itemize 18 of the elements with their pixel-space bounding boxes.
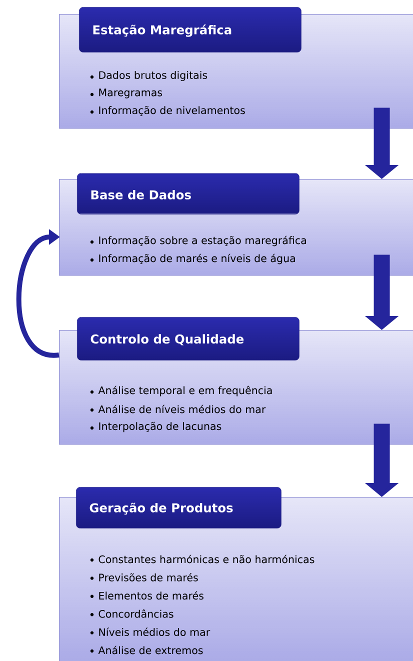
- bullet-item: Elementos de marés: [90, 591, 204, 600]
- title-box: Geração de Produtos: [76, 487, 282, 528]
- bullet-item: Interpolação de lacunas: [90, 422, 222, 432]
- bullet-item: Informação de nivelamentos: [90, 106, 245, 116]
- title-box: Base de Dados: [77, 173, 300, 214]
- bullet-item: Informação sobre a estação maregráfica: [90, 236, 306, 246]
- bullet-item: Níveis médios do mar: [90, 628, 210, 636]
- bullet-item: Dados brutos digitais: [90, 71, 208, 81]
- bullet-item: Maregramas: [90, 88, 162, 98]
- title-box: Controlo de Qualidade: [77, 317, 300, 360]
- bullet-item: Constantes harmónicas e não harmónicas: [90, 554, 314, 564]
- bullet-item: Análise de extremos: [90, 646, 203, 654]
- bullet-item: Previsões de marés: [90, 573, 198, 582]
- title-box: Estação Maregráfica: [79, 7, 302, 52]
- bullet-item: Concordâncias: [90, 609, 174, 618]
- bullet-item: Análise de níveis médios do mar: [90, 404, 266, 414]
- bullet-item: Análise temporal e em frequência: [90, 386, 272, 396]
- bullet-item: Informação de marés e níveis de água: [90, 254, 295, 264]
